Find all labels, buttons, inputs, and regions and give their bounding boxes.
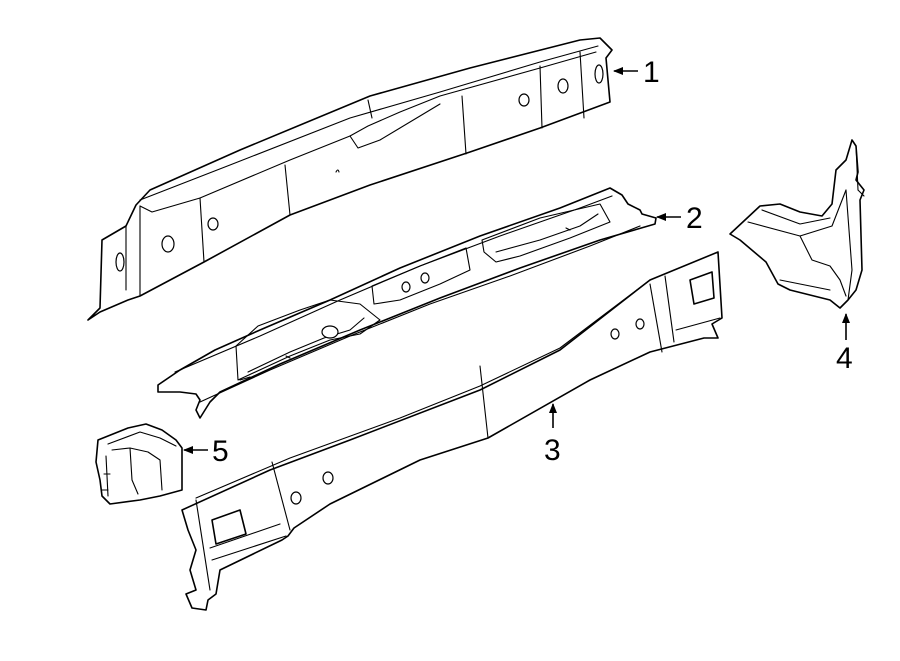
callout-5: 5: [183, 435, 229, 468]
callout-number: 4: [836, 342, 853, 375]
callout-2: 2: [656, 202, 703, 235]
part-1-upper-reinforcement: [87, 37, 613, 321]
callout-number: 1: [643, 56, 660, 89]
callout-4: 4: [836, 313, 853, 375]
part-5-small-bracket: [95, 423, 183, 505]
callout-3: 3: [544, 403, 561, 467]
callout-1: 1: [613, 56, 660, 89]
callout-number: 3: [544, 434, 561, 467]
part-3-rear-body-panel: [181, 251, 723, 611]
callout-number: 2: [686, 202, 703, 235]
callout-number: 5: [212, 435, 229, 468]
part-2-crossmember: [157, 187, 657, 419]
part-4-corner-bracket: [729, 139, 865, 309]
